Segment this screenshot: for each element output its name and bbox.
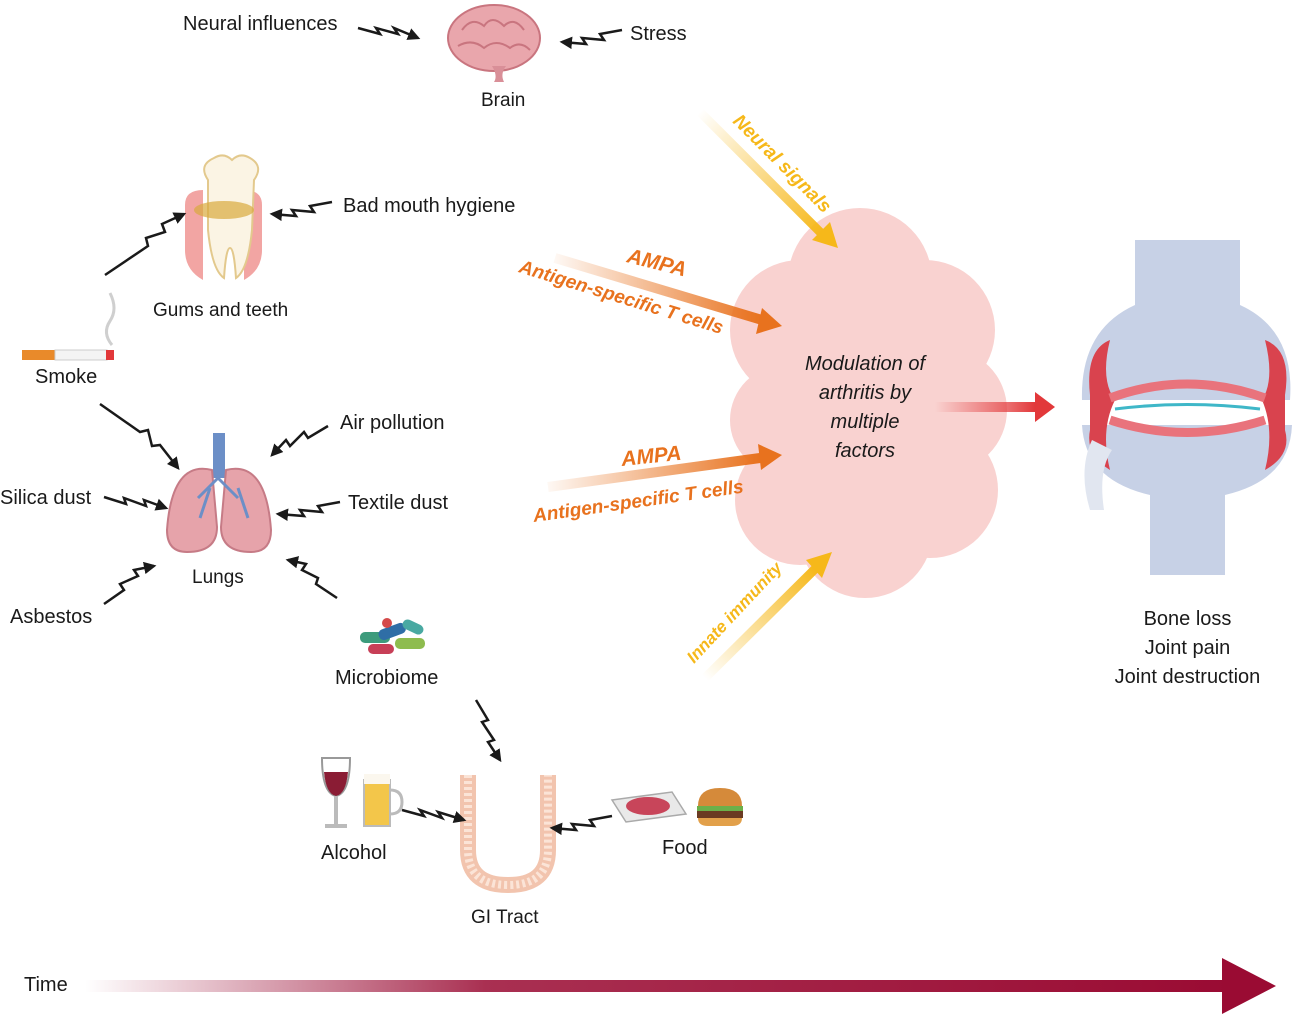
silica-dust-zigzag [103,495,169,511]
outcome-bone-loss: Bone loss [1143,608,1232,630]
modulation-cloud [730,208,1007,598]
neural-influences-label: Neural influences [183,13,338,35]
joint-icon [1081,240,1292,575]
asbestos-label: Asbestos [10,606,93,628]
smoke-to-gums-zigzag [104,212,187,277]
modulation-line-3: multiple [830,411,900,433]
lungs-icon [165,433,273,554]
silica-dust-label: Silica dust [0,487,92,509]
stress-label: Stress [630,23,687,45]
microbiome-to-gi-zigzag [474,699,502,763]
alcohol-zigzag [401,807,467,824]
brain-label: Brain [481,90,526,111]
brain-icon [447,4,541,82]
microbiome-icon [360,618,425,654]
gums-and-teeth-icon [185,154,262,280]
textile-dust-label: Textile dust [348,492,449,514]
smoke-to-lungs-zigzag [99,402,180,470]
microbiome-label: Microbiome [335,667,439,689]
mouth-hygiene-zigzag [269,200,333,222]
food-zigzag [549,814,613,836]
neural-signals-arrow [696,108,838,248]
modulation-line-4: factors [834,440,896,462]
air-pollution-label: Air pollution [340,412,445,434]
time-arrow [85,958,1276,1014]
cloud-to-joint-arrow [935,392,1055,422]
alcohol-icon [320,757,404,828]
gi-tract-label: GI Tract [471,907,539,928]
outcomes-list: Bone loss Joint pain Joint destruction [1090,605,1285,692]
modulation-line-2: arthritis by [818,382,912,404]
asbestos-zigzag [103,561,157,606]
outcome-joint-pain: Joint pain [1144,637,1231,659]
innate-immunity-arrow [701,552,832,682]
time-label: Time [24,974,68,996]
modulation-text: Modulation of arthritis by multiple fact… [770,350,960,466]
ampa-bottom-arrow [547,444,782,492]
neural-signals-label: Neural signals [728,111,835,218]
stress-zigzag [559,28,623,50]
textile-dust-zigzag [275,500,341,521]
lungs-label: Lungs [192,567,244,588]
gums-and-teeth-label: Gums and teeth [153,300,289,321]
outcome-joint-destruction: Joint destruction [1114,666,1261,688]
microbiome-to-lungs-zigzag [285,556,338,600]
food-label: Food [662,837,708,859]
modulation-line-1: Modulation of [804,353,926,375]
ampa-top-label: AMPA [624,244,689,281]
bad-mouth-hygiene-label: Bad mouth hygiene [343,195,516,217]
alcohol-label: Alcohol [321,842,387,864]
cigarette-icon [22,292,116,361]
smoke-label: Smoke [35,366,98,388]
gi-tract-icon [460,775,556,894]
ampa-top-arrow [553,253,782,334]
food-icon [610,788,743,826]
neural-influences-zigzag [357,25,421,40]
air-pollution-zigzag [270,424,329,457]
